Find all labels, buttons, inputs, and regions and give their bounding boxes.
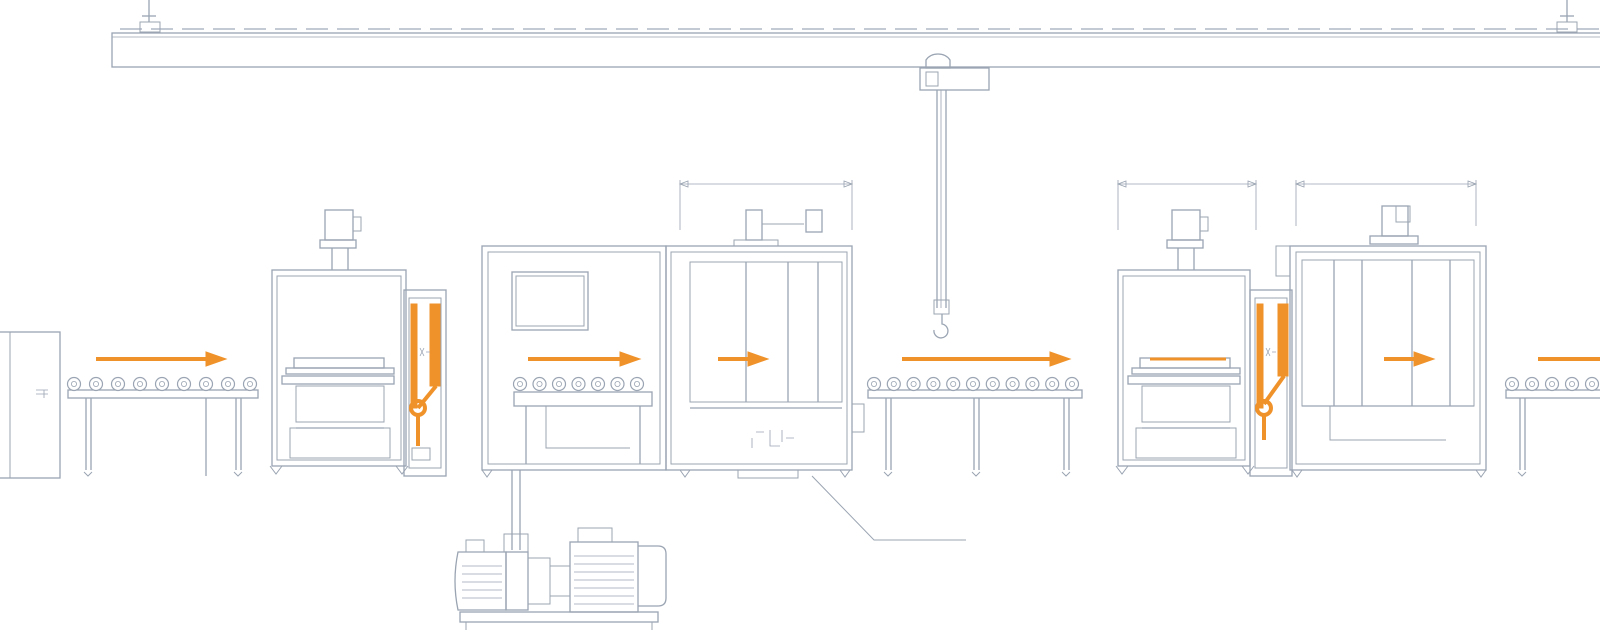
roller-axle — [536, 380, 543, 387]
press-station-1 — [269, 209, 447, 477]
roller-axle — [910, 380, 917, 387]
enclosed-cell — [1275, 180, 1487, 478]
roller-axle — [1049, 380, 1056, 387]
roller — [176, 376, 192, 392]
roller-axle — [556, 380, 563, 387]
rail-hanger-left — [139, 0, 161, 33]
roller — [1025, 376, 1040, 392]
roller — [926, 376, 941, 392]
roller — [154, 376, 170, 392]
roller-axle — [950, 380, 957, 387]
roller — [1045, 376, 1060, 392]
roller — [1504, 376, 1520, 392]
roller-group — [1504, 376, 1600, 392]
cabinet-left — [0, 331, 61, 479]
roller — [985, 376, 1000, 392]
roller — [1005, 376, 1020, 392]
lever-arm-1 — [409, 303, 441, 446]
lock-icon — [411, 447, 431, 461]
roller — [551, 376, 567, 392]
roller-axle — [930, 380, 937, 387]
roller — [1584, 376, 1600, 392]
lever-arm-2 — [1255, 303, 1289, 440]
roller — [512, 376, 528, 392]
roller — [1544, 376, 1560, 392]
press-station-2 — [1115, 180, 1293, 477]
roller-axle — [1009, 380, 1016, 387]
roller-axle — [246, 380, 253, 387]
roller-axle — [93, 380, 100, 387]
roller — [629, 376, 645, 392]
roller-axle — [1529, 380, 1536, 387]
roller — [590, 376, 606, 392]
roller-axle — [224, 380, 231, 387]
roller — [866, 376, 882, 392]
roller-axle — [202, 380, 209, 387]
roller-axle — [158, 380, 165, 387]
roller — [1564, 376, 1580, 392]
roller — [946, 376, 961, 392]
roller — [88, 376, 104, 392]
overhead-crane-rail — [111, 0, 1600, 68]
roller — [220, 376, 236, 392]
roller-axle — [71, 380, 78, 387]
roller-group — [866, 376, 1080, 392]
roller-axle — [1589, 380, 1596, 387]
roller — [66, 376, 82, 392]
roller — [571, 376, 586, 392]
crane-hook-icon — [933, 314, 949, 339]
roller — [132, 376, 148, 392]
roller-group — [66, 376, 258, 392]
roller-conveyor-2 — [866, 351, 1083, 477]
roller-axle — [136, 380, 143, 387]
roller — [965, 376, 981, 392]
roller-axle — [634, 380, 641, 387]
flow-arrowhead-1 — [205, 351, 228, 367]
roller-axle — [180, 380, 187, 387]
roller-conveyor-3 — [1504, 357, 1600, 477]
control-screen — [511, 271, 589, 331]
roller — [886, 376, 901, 392]
roller-axle — [575, 380, 582, 387]
roller-axle — [614, 380, 621, 387]
roller-axle — [1509, 380, 1516, 387]
vacuum-pump — [454, 470, 667, 630]
roller-axle — [890, 380, 897, 387]
crane-hoist — [919, 53, 990, 339]
roller-conveyor-1 — [66, 351, 259, 477]
roller-axle — [517, 380, 524, 387]
roller-axle — [970, 380, 977, 387]
roller-axle — [871, 380, 878, 387]
roller-axle — [595, 380, 602, 387]
roller — [198, 376, 214, 392]
roller-axle — [989, 380, 996, 387]
roller — [906, 376, 921, 392]
roller — [610, 376, 625, 392]
roller — [1064, 376, 1080, 392]
roller-axle — [1569, 380, 1576, 387]
rail-hanger-right — [1556, 0, 1578, 33]
roller-axle — [1069, 380, 1076, 387]
roller-axle — [115, 380, 122, 387]
roller — [532, 376, 547, 392]
roller — [242, 376, 258, 392]
roller-axle — [1029, 380, 1036, 387]
roller — [1524, 376, 1540, 392]
roller-group — [512, 376, 645, 392]
leader-line — [811, 475, 966, 541]
roller — [110, 376, 126, 392]
roller-axle — [1549, 380, 1556, 387]
vacuum-chamber — [481, 180, 966, 541]
